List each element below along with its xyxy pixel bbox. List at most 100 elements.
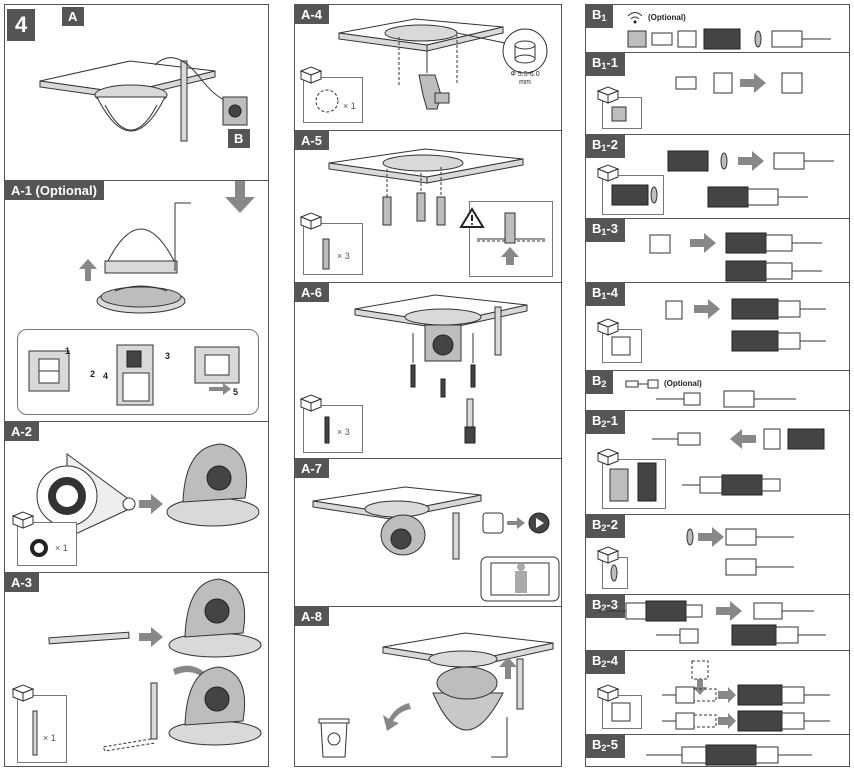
antenna-attach-illustration	[48, 578, 262, 752]
section-tag-a4: A-4	[295, 5, 329, 24]
kit-box-icon	[299, 212, 323, 230]
section-tag-b2-2-sub: 2	[601, 523, 607, 533]
panel-b2-2: B2-2	[586, 515, 849, 595]
section-tag-b2-1-main: B	[592, 413, 602, 428]
a6-quantity: × 3	[337, 427, 350, 437]
warning-icon	[459, 207, 485, 228]
section-tag-b2-3: B2-3	[586, 595, 625, 618]
anchor-icon	[322, 238, 330, 270]
a1-step-3: 3	[165, 351, 171, 361]
a4-quantity: × 1	[343, 101, 356, 111]
section-tag-b1-1: B1-1	[586, 53, 625, 76]
camera-lift-illustration	[79, 202, 191, 314]
section-tag-a8: A-8	[295, 607, 329, 626]
b2-4-parts-illustration	[611, 660, 830, 732]
section-tag-b1-3-sub: 1	[601, 227, 607, 237]
arrow-down-icon	[225, 181, 255, 213]
a1-step-1: 1	[65, 346, 71, 356]
b2-3-parts-illustration	[598, 600, 826, 646]
kit-box-icon	[596, 164, 620, 182]
section-tag-a6: A-6	[295, 283, 329, 302]
b1-3-parts-illustration	[649, 232, 822, 282]
section-tag-b1-4-sub: 1	[601, 291, 607, 301]
sd-card-slot-detail-2	[116, 344, 154, 406]
a6-kit-box	[303, 405, 363, 453]
gasket-icon	[30, 539, 48, 557]
section-tag-b2-3-suffix: -3	[606, 597, 618, 612]
kit-box-icon	[596, 318, 620, 336]
section-tag-b1-3: B1-3	[586, 219, 625, 242]
column-3: B1 (Optional) B1-1	[585, 4, 850, 767]
antenna-icon	[32, 710, 38, 756]
panel-b1-2: B1-2	[586, 135, 849, 219]
section-tag-b2: B2	[586, 371, 614, 394]
section-tag-b1-3-suffix: -3	[606, 221, 618, 236]
step-number: 4	[7, 9, 36, 41]
section-tag-b1-2-main: B	[592, 137, 602, 152]
section-tag-b2-sub: 2	[601, 379, 607, 389]
b1-parts-illustration	[627, 28, 831, 50]
section-tag-b1-1-suffix: -1	[606, 55, 618, 70]
recycle-bin-icon	[318, 718, 350, 758]
panel-b1: B1 (Optional)	[586, 5, 849, 53]
section-tag-b1-sub: 1	[601, 13, 607, 23]
section-tag-a1: A-1 (Optional)	[5, 181, 104, 200]
panel-a2: A-2 × 1	[5, 422, 268, 573]
panel-a7: A-7	[295, 459, 561, 607]
panel-b2-3: B2-3	[586, 595, 849, 651]
section-tag-b1: B1	[586, 5, 614, 28]
panel-b2-5: B2-5	[586, 735, 849, 768]
b1-4-kit-box	[602, 329, 642, 363]
b1-1-parts-illustration	[611, 72, 803, 122]
kit-box-icon	[596, 546, 620, 564]
drill-holes-illustration	[338, 18, 548, 110]
section-tag-a2: A-2	[5, 422, 39, 441]
section-tag-b2-4-main: B	[592, 653, 602, 668]
section-tag-b2-5-main: B	[592, 737, 602, 752]
section-tag-b2-1-sub: 2	[601, 419, 607, 429]
kit-box-icon	[596, 448, 620, 466]
rj45-icon	[625, 379, 659, 389]
wifi-icon	[627, 12, 643, 24]
panel-b2-1: B2-1	[586, 411, 849, 515]
section-tag-b1-main: B	[592, 7, 602, 22]
column-1: 4 A B A-1 (Optional)	[4, 4, 269, 767]
section-tag-b1-2-sub: 1	[601, 143, 607, 153]
section-tag-b2-4-sub: 2	[601, 659, 607, 669]
kit-box-icon	[11, 511, 35, 529]
b2-2-parts-illustration	[610, 527, 794, 582]
section-tag-a3: A-3	[5, 573, 39, 592]
section-tag-b1-1-main: B	[592, 55, 602, 70]
section-tag-b2-4: B2-4	[586, 651, 625, 674]
panel-b1-3: B1-3	[586, 219, 849, 283]
panel-b1-1: B1-1	[586, 53, 849, 135]
a3-kit-box	[17, 695, 67, 763]
gasket-zoom-illustration	[36, 443, 260, 539]
panel-a1: A-1 (Optional) 1 2 3 4	[5, 181, 268, 422]
column-2: A-4 Φ 5.5-6.0 mm × 1	[294, 4, 562, 767]
panel-a6: A-6 × 3	[295, 283, 561, 459]
a5-quantity: × 3	[337, 251, 350, 261]
panel-a3: A-3 × 1	[5, 573, 268, 768]
panel-a5: A-5	[295, 131, 561, 283]
section-tag-b2-3-main: B	[592, 597, 602, 612]
section-tag-b1-2-suffix: -2	[606, 137, 618, 152]
section-tag-b2-3-sub: 2	[601, 603, 607, 613]
camera-mount-illustration	[39, 57, 248, 142]
section-tag-b2-5: B2-5	[586, 735, 625, 758]
section-tag-a: A	[62, 7, 85, 26]
section-tag-a7: A-7	[295, 459, 329, 478]
a1-step-2: 2	[90, 369, 96, 379]
callout-b: B	[228, 129, 251, 148]
section-tag-b2-4-suffix: -4	[606, 653, 618, 668]
sd-card-slot-detail-1	[28, 350, 70, 392]
kit-box-icon	[299, 66, 323, 84]
section-tag-b2-1-suffix: -1	[606, 413, 618, 428]
panel-a8: A-8	[295, 607, 561, 768]
section-tag-b2-5-suffix: -5	[606, 737, 618, 752]
section-tag-b1-1-sub: 1	[601, 61, 607, 71]
a1-step-4: 4	[103, 371, 109, 381]
section-tag-b2-2-main: B	[592, 517, 602, 532]
section-tag-b2-main: B	[592, 373, 602, 388]
section-tag-b1-2: B1-2	[586, 135, 625, 158]
